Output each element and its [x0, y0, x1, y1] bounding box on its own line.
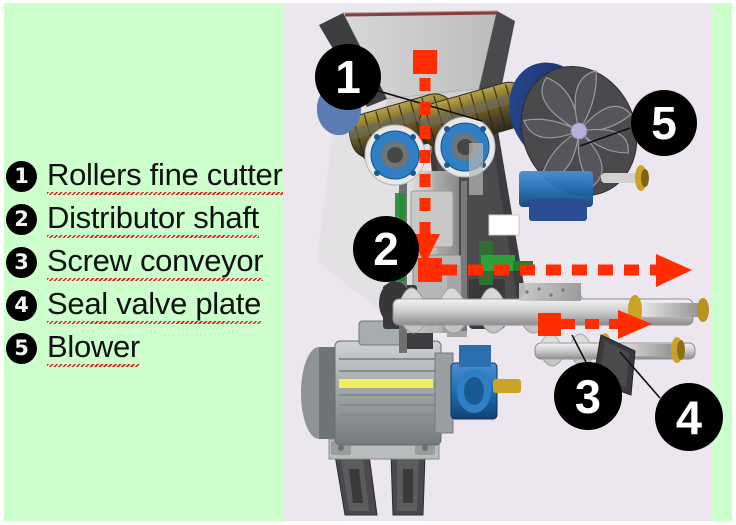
legend-label-5: Blower: [47, 329, 140, 368]
legend-bullet-3: 3: [6, 247, 37, 278]
support-frame: [328, 438, 440, 516]
legend-bullet-4: 4: [6, 290, 37, 321]
legend-label-2: Distributor shaft: [47, 200, 259, 239]
blower: [509, 62, 649, 221]
legend-bullet-2: 2: [6, 204, 37, 235]
callout-marker-3[interactable]: 3: [554, 362, 622, 430]
legend-bullet-1: 1: [6, 161, 37, 192]
callout-marker-1[interactable]: 1: [315, 44, 381, 110]
callout-marker-2[interactable]: 2: [353, 216, 419, 282]
roller-bearing-right: [434, 116, 496, 178]
electric-motor: [301, 315, 454, 446]
legend-list: 1 Rollers fine cutter 2 Distributor shaf…: [6, 155, 306, 370]
motor-stripe: [339, 379, 433, 388]
callout-marker-5[interactable]: 5: [631, 90, 697, 156]
legend-label-1: Rollers fine cutter: [47, 157, 283, 196]
legend-item-3: 3 Screw conveyor: [6, 241, 306, 284]
diagram-panel: [283, 3, 712, 521]
roller-bearing-left: [364, 124, 426, 186]
legend-label-4: Seal valve plate: [47, 286, 261, 325]
gearbox-lower: [450, 345, 521, 420]
legend-item-1: 1 Rollers fine cutter: [6, 155, 306, 198]
legend-item-2: 2 Distributor shaft: [6, 198, 306, 241]
legend-bullet-5: 5: [6, 333, 37, 364]
callout-marker-4[interactable]: 4: [655, 383, 723, 451]
legend-label-3: Screw conveyor: [47, 243, 264, 282]
legend-item-4: 4 Seal valve plate: [6, 284, 306, 327]
legend-item-5: 5 Blower: [6, 327, 306, 370]
